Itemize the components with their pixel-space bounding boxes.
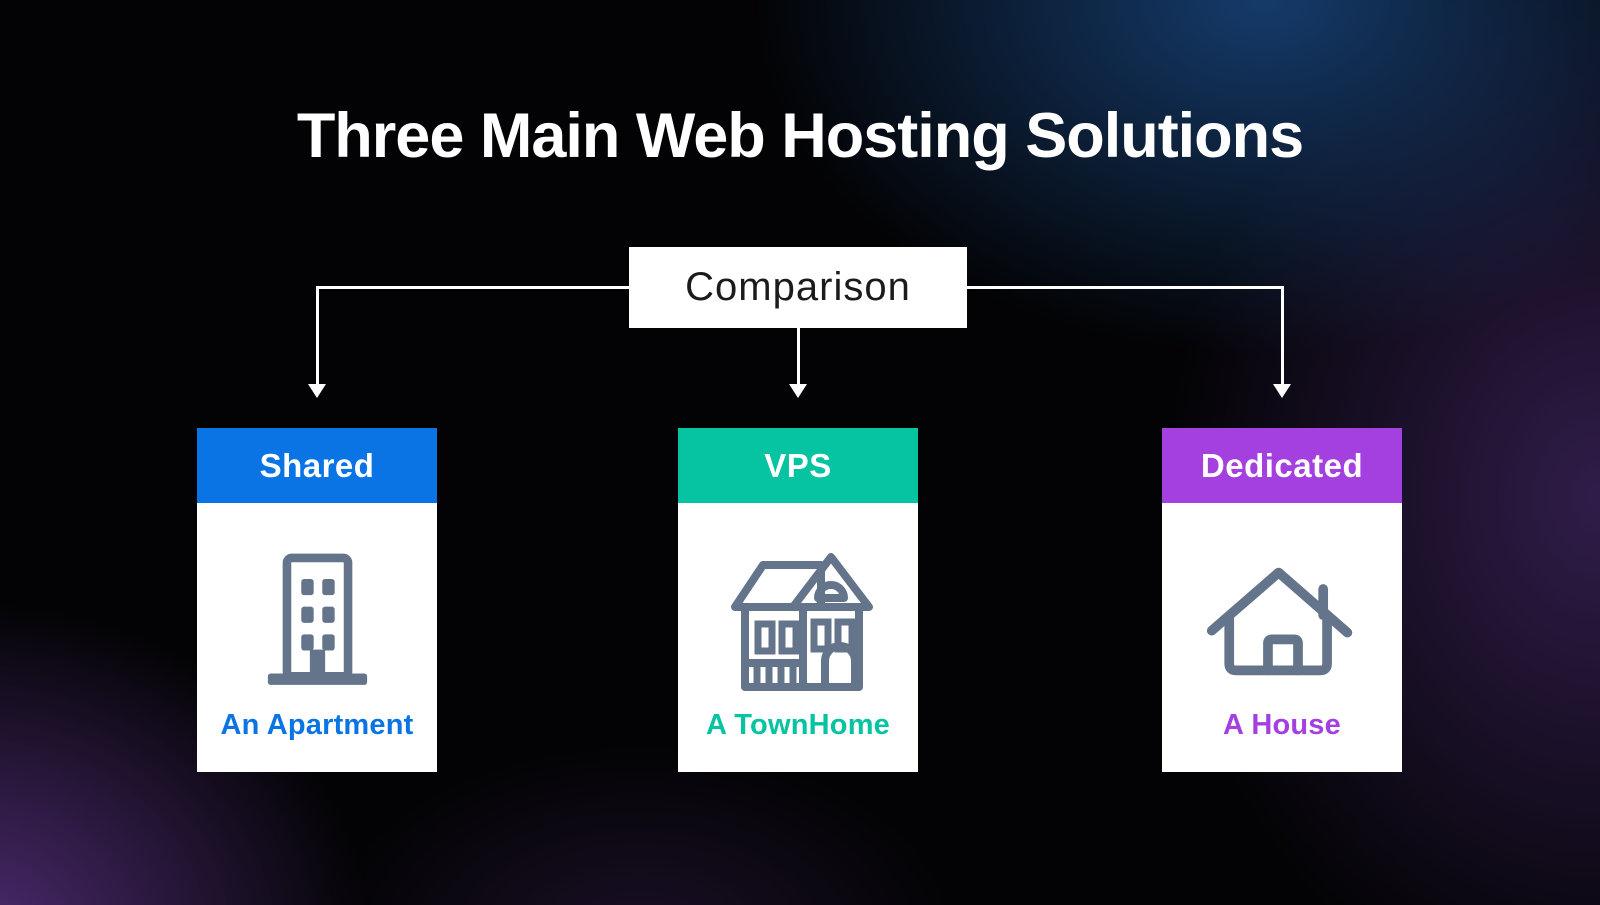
page-title: Three Main Web Hosting Solutions [296, 101, 1304, 171]
card-body: A TownHome [678, 503, 918, 772]
arrow-down-icon [308, 384, 326, 398]
connector-line-middle-vertical [797, 328, 800, 385]
card-header-label: Dedicated [1200, 446, 1364, 484]
card-header-shared: Shared [197, 428, 437, 503]
card-header-vps: VPS [678, 428, 918, 503]
card-icon-area [1205, 531, 1360, 709]
card-analogy-label: An Apartment [220, 709, 414, 741]
house-icon [1206, 567, 1352, 676]
card-icon-area [723, 531, 873, 709]
apartment-building-icon [267, 553, 367, 685]
townhome-icon [731, 553, 873, 691]
arrow-down-icon [1273, 384, 1291, 398]
card-body: A House [1162, 503, 1402, 772]
card-vps-hosting: VPS [678, 428, 918, 772]
card-header-dedicated: Dedicated [1162, 428, 1402, 503]
card-icon-area [265, 531, 370, 709]
connector-line-right-vertical [1281, 286, 1284, 385]
card-header-label: VPS [764, 446, 832, 484]
connector-line-right-horizontal [967, 286, 1282, 289]
card-analogy-label: A TownHome [705, 709, 891, 741]
connector-line-left-horizontal [316, 286, 629, 289]
card-shared-hosting: Shared An Apartment [197, 428, 437, 772]
arrow-down-icon [789, 384, 807, 398]
card-header-label: Shared [259, 446, 375, 484]
connector-line-left-vertical [316, 286, 319, 385]
card-analogy-label: A House [1223, 709, 1341, 741]
comparison-label: Comparison [685, 265, 911, 309]
card-dedicated-hosting: Dedicated A House [1162, 428, 1402, 772]
card-body: An Apartment [197, 503, 437, 772]
comparison-box: Comparison [629, 247, 967, 328]
